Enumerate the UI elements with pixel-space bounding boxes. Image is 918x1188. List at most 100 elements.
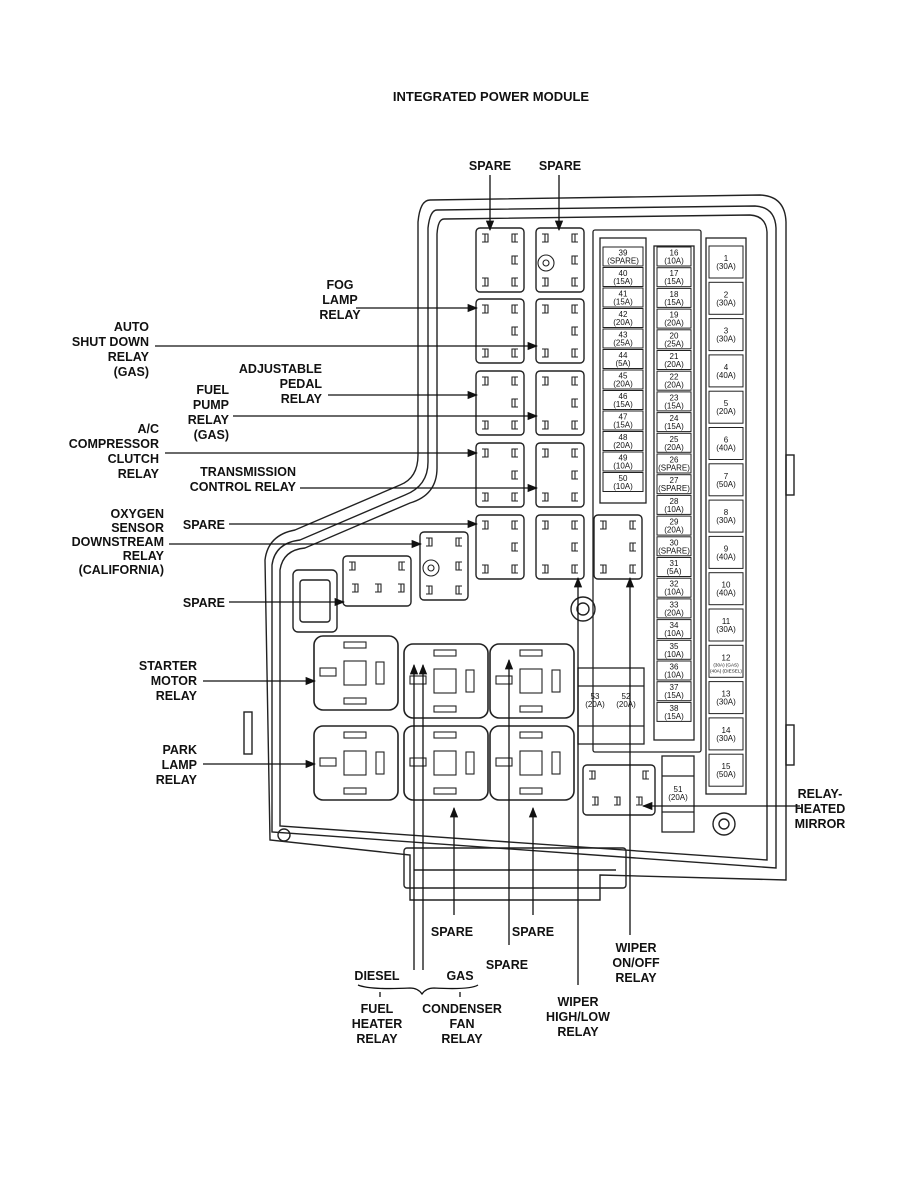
fuse-rating: (30A) [716,262,736,271]
fuse-slot [708,427,744,460]
fuse-rating: (20A) [613,380,633,389]
label-transmission-control-relay: TRANSMISSION [200,465,296,479]
label-adjustable-pedal-relay: RELAY [281,392,323,406]
fuse-number: 30 [670,538,679,547]
fuse-slot [602,431,644,451]
fuse-number: 13 [722,690,731,699]
fuse-number: 9 [724,544,729,553]
label-fuel-heater-relay: FUEL [361,1002,394,1016]
fuse-slot [602,369,644,390]
fuse-slot [656,267,692,288]
cartridge-fuse-column: 1(30A)2(30A)3(30A)4(40A)5(20A)6(40A)7(50… [708,245,744,787]
label-auto-shut-down-relay: (GAS) [114,365,149,379]
label-diesel: DIESEL [354,969,400,983]
label-oxygen-sensor-relay: SENSOR [111,521,164,535]
fuse-slot [656,660,692,681]
label-spare-mid: SPARE [183,518,225,532]
fuse-slot [656,412,692,433]
fuse-number: 21 [670,352,679,361]
fuse-slot [656,453,692,474]
fuse-number: 40 [619,269,628,278]
fuse-number: 49 [619,454,628,463]
fuse-slot [708,318,744,352]
fuse-rating: (10A) [613,482,633,491]
fuse-rating: (20A) [664,608,684,617]
fuse-rating: (20A) [664,381,684,390]
fuse-number: 3 [724,327,729,336]
fuse-number: 12 [722,653,731,662]
label-wiper-on-off-relay: RELAY [615,971,657,985]
label-fog-lamp-relay: FOG [326,278,353,292]
fuse-number: 23 [670,393,679,402]
label-ac-compressor-clutch-relay: RELAY [118,467,160,481]
fuse-rating: (15A) [664,422,684,431]
fuse-slot [656,681,692,702]
fuse-slot [602,451,644,472]
fuse-rating: (10A) [613,462,633,471]
fuse-rating: (50A) [716,480,736,489]
fuse-rating: (5A) [666,567,681,576]
label-ac-compressor-clutch-relay: COMPRESSOR [69,437,159,451]
fuse-rating: (15A) [664,277,684,286]
label-starter-motor-relay: RELAY [156,689,198,703]
fuse-slot [708,644,744,678]
label-spare-bottom-1: SPARE [431,925,473,939]
fuse-rating: (10A) [664,629,684,638]
label-spare-bottom-2: SPARE [512,925,554,939]
fuse-rating: (40A) [716,444,736,453]
fuse-number: 22 [670,373,679,382]
fuse-number: 10 [722,581,731,590]
fuse-number: 17 [670,269,679,278]
fuse-rating: (10A) [664,588,684,597]
fuse-rating: (20A) [716,407,736,416]
fuse-number: 6 [724,436,729,445]
fuse-rating: (30A) [716,298,736,307]
fuse-rating: (SPARE) [607,257,639,266]
fuse-slot [602,328,644,349]
fuse-rating: (5A) [615,359,630,368]
label-relay-heated-mirror: RELAY- [798,787,843,801]
fuse-slot [708,245,744,279]
fuse-slot [602,267,644,287]
fuse-rating: (30A) (GAS) [713,662,739,667]
fuse-slot [708,572,744,606]
label-fog-lamp-relay: LAMP [322,293,357,307]
fuse-number: 1 [724,254,729,263]
fuse-rating: (20A) [664,526,684,535]
fuse-number: 37 [670,683,679,692]
label-fuel-pump-relay: PUMP [193,398,229,412]
fuse-number: 46 [619,392,628,401]
fuse-rating: (10A) [664,650,684,659]
fuse-slot [656,432,692,453]
fuse-number: 8 [724,508,729,517]
fuse-slot [708,463,744,497]
fuse-number: 24 [670,414,679,423]
fuse-slot [656,329,692,350]
label-wiper-high-low-relay: HIGH/LOW [546,1010,610,1024]
fuse-slot [656,287,692,308]
fuse-rating: (30A) [716,335,736,344]
label-relay-heated-mirror: HEATED [795,802,845,816]
fuse-slot [602,308,644,328]
label-starter-motor-relay: STARTER [139,659,197,673]
svg-text:(20A): (20A) [585,700,605,709]
label-ac-compressor-clutch-relay: A/C [137,422,159,436]
fuse-slot [656,598,692,619]
fuse-number: 33 [670,600,679,609]
fuse-slot [656,557,692,577]
label-spare-top-right: SPARE [539,159,581,173]
label-auto-shut-down-relay: AUTO [114,320,149,334]
fuse-rating: (50A) [716,770,736,779]
fuse-rating: (30A) [716,734,736,743]
fuse-rating: (20A) [613,441,633,450]
label-oxygen-sensor-relay: (CALIFORNIA) [79,563,164,577]
leader-lines [155,175,800,997]
fuse-rating: (10A) [664,505,684,514]
fuse-number: 15 [722,762,731,771]
label-fuel-pump-relay: (GAS) [194,428,229,442]
label-wiper-high-low-relay: WIPER [558,995,599,1009]
label-gas: GAS [446,969,473,983]
fuse-number: 41 [619,290,628,299]
fuse-rating: (40A) [716,371,736,380]
label-fuel-heater-relay: RELAY [356,1032,398,1046]
